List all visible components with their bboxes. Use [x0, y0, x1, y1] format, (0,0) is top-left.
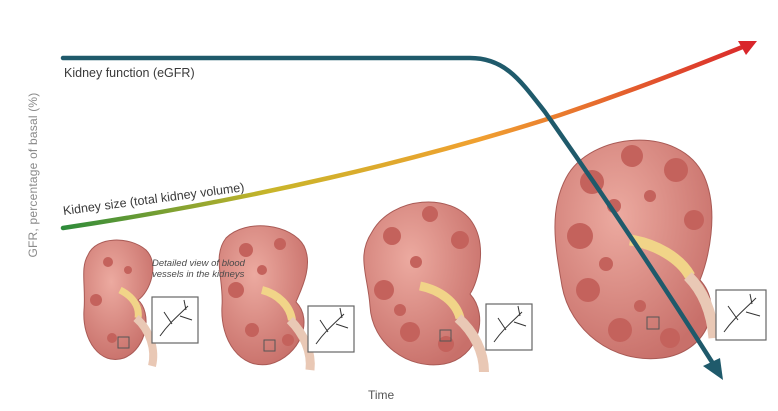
- kidney-size-curve: [60, 43, 748, 231]
- vessel-inset-4: [715, 289, 767, 341]
- kidney-function-label: Kidney function (eGFR): [64, 66, 195, 80]
- x-axis-label: Time: [368, 388, 395, 402]
- kidney-size-arrowhead: [738, 41, 757, 55]
- vessel-inset-2: [307, 305, 355, 353]
- vessel-inset-3: [485, 303, 533, 351]
- inset-note: Detailed view of blood vessels in the ki…: [152, 258, 245, 280]
- kidney-function-arrowhead: [703, 358, 723, 380]
- kidney-stage-3: [363, 201, 489, 373]
- kidney-stage-1: [83, 239, 158, 367]
- kidney-stage-2: [218, 225, 315, 371]
- kidney-function-curve: [60, 55, 715, 365]
- vessel-inset-1: [151, 296, 199, 344]
- y-axis-label: GFR, percentage of basal (%): [26, 92, 40, 258]
